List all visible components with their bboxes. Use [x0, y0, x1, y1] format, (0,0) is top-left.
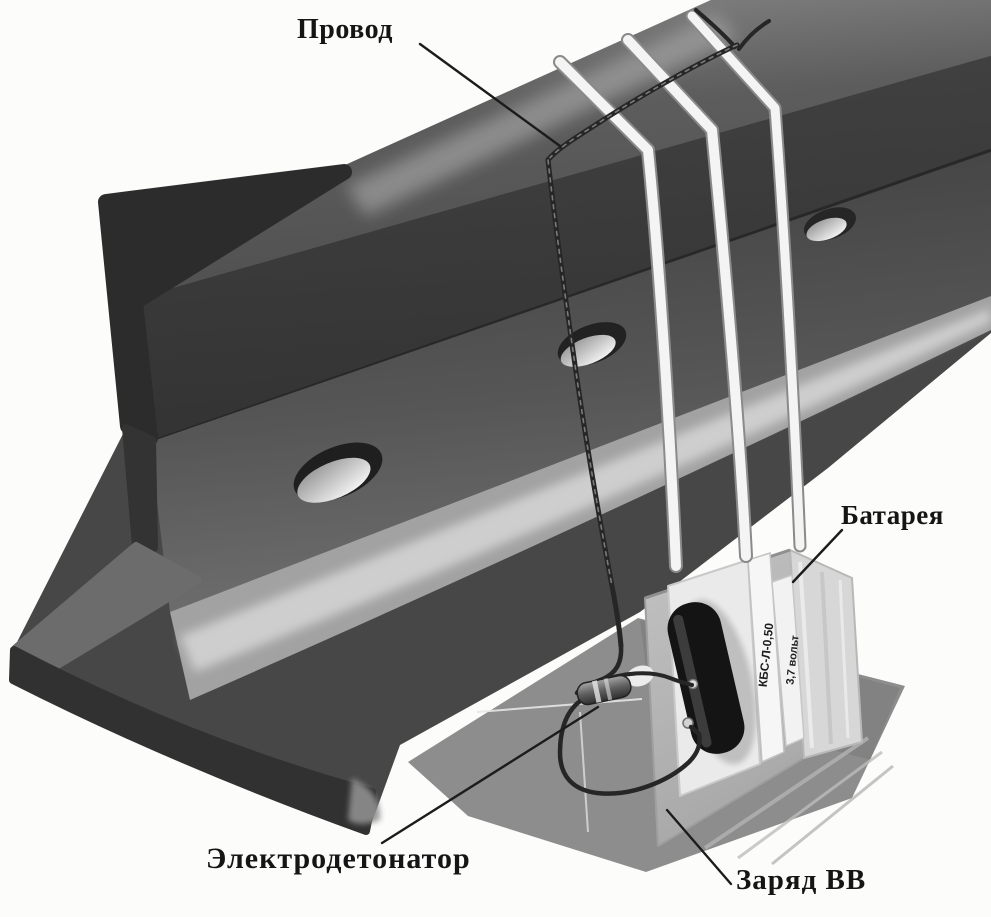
leader-detonator: [380, 705, 600, 845]
rail-head-end-face: [98, 164, 352, 446]
wire-end-strand: [694, 8, 737, 49]
leader-lines: [380, 42, 844, 886]
rail-web-end-face: [122, 424, 158, 552]
strap-2: [621, 33, 753, 563]
block-ridge: [798, 561, 814, 749]
electric-detonator: [576, 674, 632, 706]
label-explosive-charge: Заряд ВВ: [736, 864, 867, 896]
label-battery: Батарея: [841, 500, 944, 530]
head-web-seam: [149, 148, 991, 444]
leader-battery: [791, 528, 844, 584]
foot-end-chamfer-highlight: [348, 778, 381, 824]
web-hole-3: [804, 207, 856, 242]
block-ridge: [838, 579, 850, 739]
battery-label-strip-1: [747, 551, 785, 764]
wood-grain-line: [737, 750, 883, 860]
scratch-line: [476, 698, 643, 713]
leader-charge: [665, 808, 733, 886]
scratch-line: [579, 711, 589, 833]
detonator-well: [626, 665, 654, 687]
wood-grain-line: [703, 736, 870, 850]
wire-end-strand: [737, 19, 771, 51]
block-ridge: [820, 571, 833, 745]
straps: [553, 9, 807, 573]
head-top-highlight: [346, 14, 738, 216]
strap-1: [553, 55, 683, 573]
charge-block: [626, 548, 863, 847]
label-detonator: Электродетонатор: [206, 842, 471, 875]
battery-label-strip-2: [771, 573, 805, 748]
strap-3: [685, 9, 807, 553]
leader-wire: [418, 42, 562, 148]
firing-wire: [545, 8, 771, 796]
wood-grain-line: [771, 764, 894, 866]
label-wire: Провод: [297, 14, 393, 45]
web-hole-1: [293, 442, 383, 503]
